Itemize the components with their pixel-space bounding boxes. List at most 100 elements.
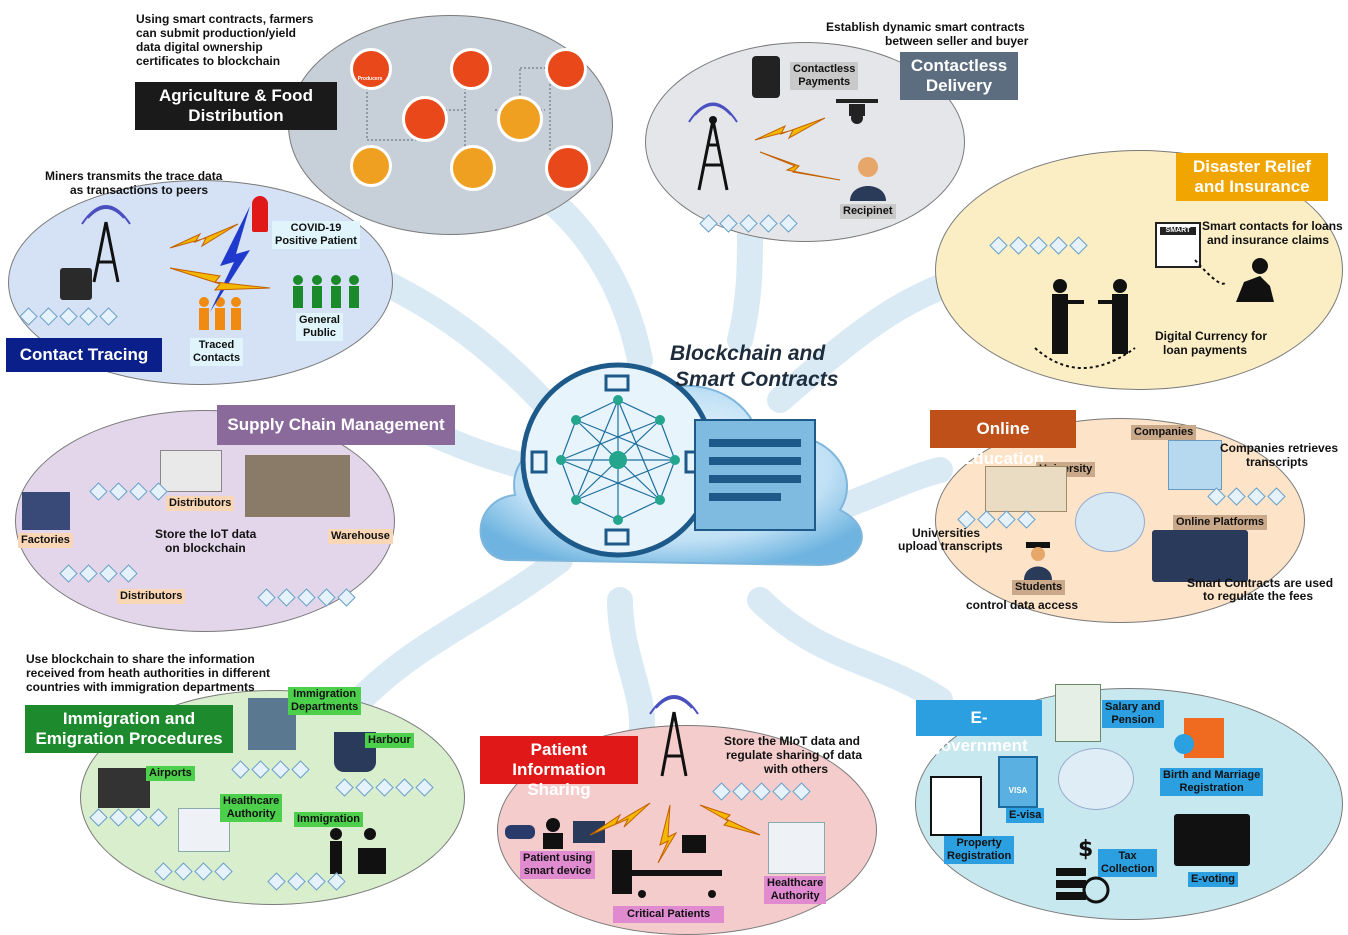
hospital-bed-icon xyxy=(612,830,727,898)
agri-desc-2: can submit production/yield xyxy=(136,26,297,40)
agri-node-transport-3 xyxy=(545,48,587,90)
property-icon xyxy=(930,776,982,836)
tax-label: Tax Collection xyxy=(1098,849,1158,877)
delivery-tower-icon xyxy=(685,102,745,195)
drone-icon xyxy=(832,96,882,126)
egov-title: E-government xyxy=(916,700,1042,755)
immigration-chain-5 xyxy=(267,872,346,891)
contact-chain xyxy=(19,307,118,326)
covid-patient-icon xyxy=(252,196,268,232)
supply-chain-2 xyxy=(59,564,138,583)
agri-node-transport-1 xyxy=(450,48,492,90)
company-building-icon xyxy=(1168,440,1222,490)
upload-text-1: Universities xyxy=(912,526,981,540)
salary-label: Salary and Pension xyxy=(1102,700,1164,728)
patient-tower-icon xyxy=(646,695,706,784)
healthcare-label-patient: Healthcare Authority xyxy=(764,876,827,904)
factory-icon xyxy=(22,492,70,530)
students-label: Students xyxy=(1012,580,1066,595)
critical-label: Critical Patients xyxy=(613,906,725,923)
distributors-bottom-label: Distributors xyxy=(117,589,186,604)
agri-node-end-uses xyxy=(545,145,591,191)
traced-contacts-label: Traced Contacts xyxy=(190,338,244,366)
center-title-line2: Smart Contracts xyxy=(675,368,839,391)
immigration-chain-4 xyxy=(154,862,233,881)
education-chain-2 xyxy=(1207,487,1286,506)
distressed-person-icon xyxy=(1230,256,1274,302)
smart-contract-icon: SMART xyxy=(1155,222,1201,268)
transcripts-text-2: transcripts xyxy=(1246,455,1309,469)
agri-node-export-elevator xyxy=(497,96,543,142)
immigration-chain-3 xyxy=(89,808,168,827)
immigration-desc-2: received from heath authorities in diffe… xyxy=(26,666,271,680)
document-icon xyxy=(694,419,816,531)
factories-label: Factories xyxy=(18,533,73,548)
traced-contacts-icons xyxy=(196,296,242,332)
airports-label: Airports xyxy=(146,766,195,781)
delivery-lightning xyxy=(754,117,841,181)
birth-label: Birth and Marriage Registration xyxy=(1160,768,1264,796)
general-public-label: General Public xyxy=(296,313,343,341)
warehouse-label: Warehouse xyxy=(328,529,393,544)
property-label: Property Registration xyxy=(944,836,1015,864)
tax-icon: $ xyxy=(1050,836,1112,906)
currency-text-1: Digital Currency for xyxy=(1155,329,1268,343)
svg-text:$: $ xyxy=(1078,837,1093,862)
disaster-dotted-arrows xyxy=(1034,259,1226,369)
delivery-chain xyxy=(699,214,798,233)
miot-text-1: Store the MIoT data and xyxy=(724,734,861,748)
immigration-desc-1: Use blockchain to share the information xyxy=(26,652,255,666)
delivery-desc-2: between seller and buyer xyxy=(885,34,1029,48)
passport-icon: VISA xyxy=(998,756,1038,808)
immigration-title: Immigration and Emigration Procedures xyxy=(25,705,233,753)
miot-text-3: with others xyxy=(764,762,829,776)
agriculture-title: Agriculture & Food Distribution xyxy=(135,82,337,130)
immigration-desc-3: countries with immigration departments xyxy=(26,680,255,694)
agri-node-transport-2 xyxy=(350,145,392,187)
supply-chain-1 xyxy=(89,482,168,501)
agri-desc-1: Using smart contracts, farmers xyxy=(136,12,314,26)
university-icon xyxy=(985,466,1067,512)
loans-text-1: Smart contacts for loans xyxy=(1202,219,1343,233)
business-people-icon xyxy=(1040,276,1140,356)
departments-label: Immigration Departments xyxy=(288,687,362,715)
companies-label: Companies xyxy=(1131,425,1197,440)
immigration-label: Immigration xyxy=(294,812,363,827)
agri-desc-4: certificates to blockchain xyxy=(136,54,281,68)
general-public-icons xyxy=(290,274,360,310)
warehouse-icon xyxy=(245,455,350,517)
evoting-label: E-voting xyxy=(1188,872,1238,887)
loans-text-2: and insurance claims xyxy=(1207,233,1330,247)
pos-terminal-icon xyxy=(752,56,780,98)
agri-node-producers xyxy=(350,48,392,90)
education-title: Online Education xyxy=(930,410,1076,468)
patient-lightning xyxy=(589,802,761,864)
disaster-title: Disaster Relief and Insurance xyxy=(1176,153,1328,201)
birth-marriage-icon xyxy=(1172,714,1242,766)
delivery-title: Contactless Delivery xyxy=(900,52,1018,100)
student-icon xyxy=(1022,540,1054,580)
upload-text-2: upload transcripts xyxy=(898,539,1003,553)
smart-device-icon xyxy=(505,815,605,849)
agri-desc-3: data digital ownership xyxy=(136,40,263,54)
fees-text-2: to regulate the fees xyxy=(1203,589,1314,603)
agri-node-domestic xyxy=(450,145,496,191)
iot-text-1: Store the IoT data xyxy=(155,527,257,541)
supply-chain-3 xyxy=(257,588,356,607)
salary-icon xyxy=(1055,684,1101,742)
hospital-icon-patient xyxy=(768,822,825,874)
wallet-icon xyxy=(60,268,92,300)
truck-icon xyxy=(160,450,222,492)
control-text: control data access xyxy=(966,598,1079,612)
contact-tower-icon xyxy=(78,205,138,290)
devices-icon xyxy=(1152,530,1248,582)
currency-text-2: loan payments xyxy=(1163,343,1248,357)
distributors-top-label: Distributors xyxy=(166,496,235,511)
immigration-officer-icon xyxy=(322,826,388,874)
agri-node-county-elevators xyxy=(402,96,448,142)
education-chain-1 xyxy=(957,510,1036,529)
device-label: Patient using smart device xyxy=(520,851,596,879)
harbour-label: Harbour xyxy=(365,733,414,748)
miot-text-2: regulate sharing of data xyxy=(726,748,863,762)
immigration-chain-2 xyxy=(335,778,434,797)
